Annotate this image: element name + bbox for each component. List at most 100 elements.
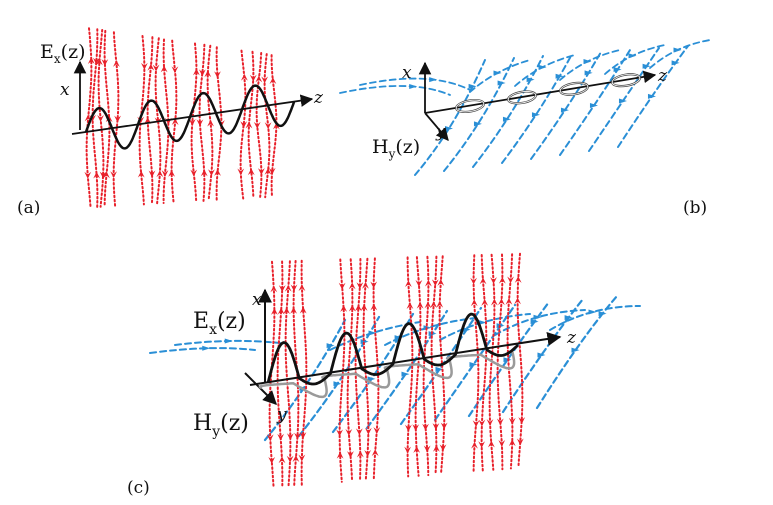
field-arrow — [478, 441, 486, 449]
field-arrow — [277, 433, 285, 441]
hy-label-c: Hy(z) — [193, 411, 249, 440]
panel-label-c: (c) — [127, 478, 150, 498]
field-arrow — [278, 456, 286, 464]
field-arrow — [526, 77, 535, 83]
field-arrow — [299, 306, 307, 314]
field-arrow — [462, 327, 471, 333]
field-arrow — [272, 122, 280, 130]
field-arrow — [214, 169, 221, 176]
field-arrow — [422, 423, 429, 431]
field-arrow — [618, 98, 627, 104]
b-field-line — [617, 45, 689, 148]
field-arrow — [409, 84, 418, 90]
field-arrow — [514, 297, 522, 305]
e-field-line — [516, 252, 524, 469]
field-arrow — [469, 362, 478, 368]
field-arrow — [496, 418, 504, 426]
field-arrow — [671, 60, 680, 66]
field-arrow — [508, 417, 516, 425]
field-arrow — [430, 301, 438, 308]
field-arrow — [268, 456, 276, 464]
b-field-line — [501, 53, 573, 164]
e-field-line — [406, 256, 414, 478]
field-arrow — [479, 277, 487, 285]
b-field-line — [339, 85, 451, 96]
field-arrow — [277, 307, 285, 315]
b-field-line — [549, 305, 641, 331]
field-arrow — [533, 314, 542, 320]
e-field-line — [496, 253, 504, 471]
e-field-line — [154, 37, 162, 205]
field-arrow — [340, 305, 348, 312]
e-field-line — [480, 254, 488, 472]
e-field-line — [300, 259, 308, 486]
field-arrow — [269, 77, 277, 85]
wave-loop-highlight — [507, 91, 537, 104]
field-arrow — [583, 59, 592, 64]
field-arrow — [270, 285, 278, 293]
field-arrow — [204, 70, 212, 78]
field-arrow — [405, 280, 412, 288]
field-arrow — [538, 64, 547, 70]
field-arrow — [436, 300, 444, 308]
e-field-line — [354, 258, 362, 482]
field-arrow — [292, 455, 300, 462]
field-arrow — [498, 298, 505, 306]
field-arrow — [437, 279, 445, 286]
field-arrow — [110, 171, 118, 179]
field-arrow — [294, 432, 301, 440]
field-arrow — [502, 116, 511, 122]
field-arrow — [431, 279, 439, 287]
field-arrow — [284, 284, 292, 292]
field-arrow — [424, 279, 432, 287]
field-arrow — [497, 80, 506, 86]
field-arrow — [472, 420, 480, 428]
field-arrow — [486, 419, 494, 426]
field-arrow — [507, 276, 514, 284]
z-axis-label-c: z — [566, 328, 577, 348]
z-axis-b — [424, 70, 657, 114]
field-arrow — [406, 302, 414, 309]
field-arrow — [478, 320, 487, 325]
field-arrow — [286, 455, 294, 463]
field-arrow — [355, 428, 363, 436]
field-arrow — [202, 345, 211, 351]
field-arrow — [360, 339, 369, 345]
field-arrow — [333, 381, 342, 387]
b-field-line — [359, 77, 471, 91]
field-arrow — [360, 304, 368, 311]
field-arrow — [148, 170, 156, 178]
y-axis-b — [424, 112, 449, 141]
e-field-line — [198, 43, 206, 202]
field-arrow — [192, 68, 200, 76]
field-arrow — [355, 304, 362, 312]
field-arrow — [255, 75, 263, 83]
field-arrow — [413, 446, 421, 453]
field-arrow — [156, 170, 164, 178]
field-arrow — [356, 282, 364, 290]
field-arrow — [99, 171, 107, 179]
field-arrow — [364, 427, 372, 435]
panel-label-a: (a) — [17, 198, 40, 218]
z-axis-label-a: z — [313, 88, 324, 108]
field-arrow — [490, 277, 497, 284]
e-field-line — [284, 260, 292, 488]
e-field-line — [488, 253, 496, 471]
field-arrow — [440, 422, 448, 430]
field-arrow — [208, 169, 215, 177]
field-arrow — [401, 371, 410, 377]
b-field-line — [559, 49, 621, 81]
electric-wave-a — [84, 84, 296, 150]
b-field-line — [443, 57, 515, 172]
e-field-line — [372, 257, 380, 481]
field-arrow — [152, 64, 160, 72]
field-arrow — [336, 451, 344, 459]
e-field-line — [472, 254, 480, 473]
field-arrow — [642, 63, 651, 69]
field-arrow — [537, 352, 546, 358]
field-arrow — [364, 449, 372, 457]
field-arrow — [96, 58, 103, 66]
field-arrow — [200, 169, 208, 177]
field-arrow — [283, 307, 291, 315]
field-arrow — [237, 168, 245, 176]
